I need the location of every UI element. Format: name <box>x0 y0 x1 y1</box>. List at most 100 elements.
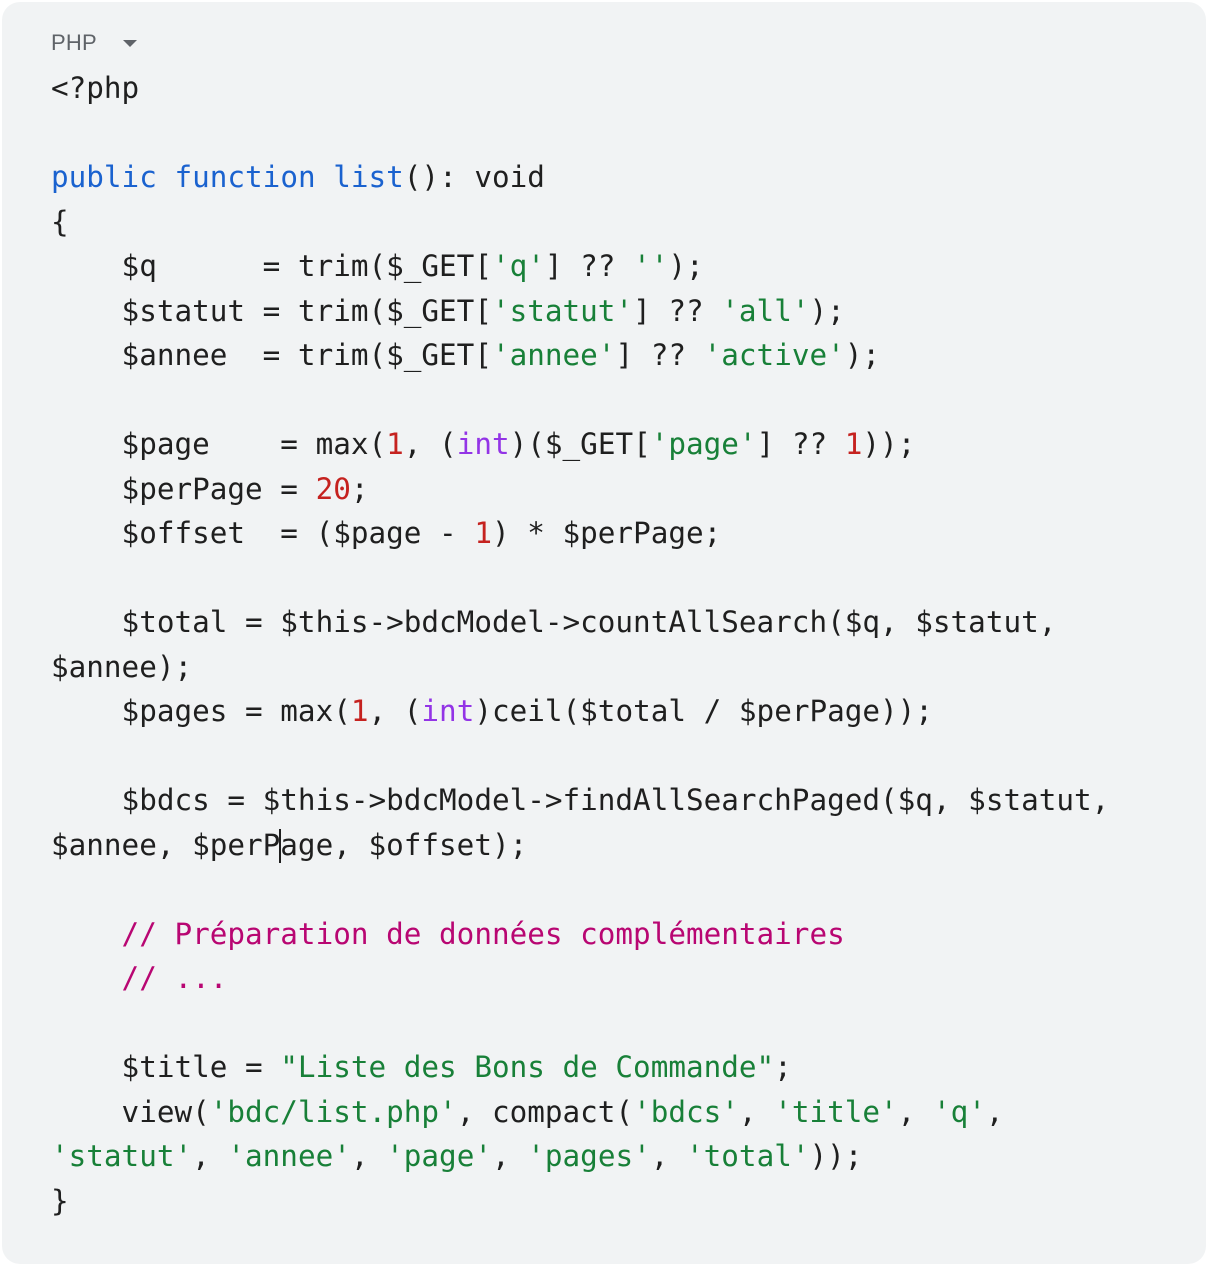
code-line: } <box>51 1179 1109 1224</box>
code-token: $annee); <box>51 649 193 684</box>
code-token: $pages = max( <box>51 694 351 728</box>
code-token: , <box>350 1139 387 1173</box>
code-token: 'q' <box>932 1094 986 1129</box>
language-label: PHP <box>51 30 97 55</box>
code-token: 'annee' <box>227 1139 351 1173</box>
code-token: 1 <box>844 427 863 461</box>
code-token: 'total' <box>686 1139 810 1173</box>
code-line: view('bdc/list.php', compact('bdcs', 'ti… <box>51 1090 1109 1135</box>
code-line: ​ <box>51 734 1109 779</box>
code-line: ​ <box>51 556 1109 601</box>
code-token: 1 <box>350 694 369 728</box>
code-token: ] ?? <box>633 293 722 328</box>
code-line: $perPage = 20; <box>51 467 1109 512</box>
code-line: { <box>51 200 1109 245</box>
code-token: ] ?? <box>756 427 845 461</box>
code-token: 1 <box>474 516 492 550</box>
code-token: , <box>650 1139 687 1173</box>
code-token <box>157 160 175 194</box>
code-token: $bdcs = $this->bdcModel->findAllSearchPa… <box>51 783 1110 817</box>
code-token: ; <box>350 471 369 506</box>
code-line: $statut = trim($_GET['statut'] ?? 'all')… <box>51 289 1109 334</box>
code-token: view( <box>51 1094 210 1129</box>
code-token: ); <box>668 249 704 283</box>
code-token <box>316 160 334 194</box>
code-token: 'title' <box>774 1094 898 1129</box>
code-token: 'page' <box>650 427 757 461</box>
code-token: 'statut' <box>491 293 634 328</box>
code-token: 'q' <box>491 249 545 283</box>
code-token: } <box>51 1183 69 1218</box>
code-token: $annee = trim($_GET[ <box>51 338 492 372</box>
code-line: <?php <box>51 66 1109 111</box>
code-token: , <box>985 1094 1004 1129</box>
code-token: )($_GET[ <box>509 427 651 461</box>
code-line: $title = "Liste des Bons de Commande"; <box>51 1045 1109 1090</box>
code-token: 1 <box>386 427 404 461</box>
code-token: $title = <box>51 1050 281 1084</box>
code-token: 20 <box>315 471 351 506</box>
code-token: $offset = ($page - <box>51 516 475 550</box>
code-token: <?php <box>51 71 140 105</box>
code-token: ] ?? <box>615 338 704 372</box>
code-token: list <box>333 160 404 194</box>
code-token: ] ?? <box>544 249 634 283</box>
code-line: $page = max(1, (int)($_GET['page'] ?? 1)… <box>51 422 1109 467</box>
code-token: // ... <box>51 961 228 995</box>
code-token: "Liste des Bons de Commande" <box>280 1050 775 1084</box>
language-selector[interactable]: PHP <box>51 28 137 58</box>
code-token: ); <box>844 338 881 372</box>
code-token: 'bdcs' <box>633 1094 739 1129</box>
code-token: , ( <box>403 427 457 461</box>
code-token: 'page' <box>386 1139 492 1173</box>
code-token: 'active' <box>703 338 845 372</box>
code-line: 'statut', 'annee', 'page', 'pages', 'tot… <box>51 1134 1109 1179</box>
code-line: $offset = ($page - 1) * $perPage; <box>51 511 1109 556</box>
code-token: ) * $perPage; <box>491 516 722 550</box>
code-token: , <box>897 1094 933 1129</box>
code-line: // Préparation de données complémentaire… <box>51 912 1109 957</box>
code-line: $annee = trim($_GET['annee'] ?? 'active'… <box>51 333 1109 378</box>
code-token: , <box>491 1139 528 1173</box>
code-token: , compact( <box>456 1094 634 1129</box>
code-token: , ( <box>368 694 422 728</box>
code-line: public function list(): void <box>51 155 1109 200</box>
code-token: $total = $this->bdcModel->countAllSearch… <box>51 605 1057 639</box>
code-token: int <box>456 427 510 461</box>
code-token: $annee, $perP <box>51 827 281 862</box>
code-line: $pages = max(1, (int)ceil($total / $perP… <box>51 689 1109 734</box>
code-token: age, $offset); <box>280 827 528 862</box>
code-line: ​ <box>51 378 1109 423</box>
code-line: ​ <box>51 1001 1109 1046</box>
code-token: // Préparation de données complémentaire… <box>51 916 845 951</box>
code-token: int <box>421 694 475 728</box>
code-token: 'all' <box>721 293 810 328</box>
code-line: $bdcs = $this->bdcModel->findAllSearchPa… <box>51 778 1110 823</box>
text-cursor <box>279 828 282 863</box>
code-token: (): void <box>403 160 545 194</box>
code-line: $total = $this->bdcModel->countAllSearch… <box>51 600 1109 645</box>
code-token: public <box>51 160 157 194</box>
code-token: { <box>51 204 69 239</box>
code-token: )); <box>809 1139 863 1173</box>
code-token: ; <box>774 1050 792 1084</box>
code-token: $q = trim($_GET[ <box>51 249 492 283</box>
code-token: 'annee' <box>491 338 616 372</box>
code-token: $statut = trim($_GET[ <box>51 293 492 328</box>
code-token: 'statut' <box>51 1139 193 1173</box>
code-token: $page = max( <box>51 427 387 461</box>
code-content[interactable]: <?php​public function list(): void{ $q =… <box>51 66 1109 1223</box>
code-token: $perPage = <box>51 471 316 506</box>
code-line: $annee); <box>51 645 1109 690</box>
code-token: ); <box>809 293 845 328</box>
code-line: $q = trim($_GET['q'] ?? ''); <box>51 244 1109 289</box>
code-token: , <box>192 1139 228 1173</box>
code-token: 'pages' <box>527 1139 651 1173</box>
code-token: '' <box>633 249 669 283</box>
code-token: 'bdc/list.php' <box>209 1094 457 1129</box>
caret-down-icon[interactable] <box>122 39 137 47</box>
code-token: , <box>738 1094 775 1129</box>
code-token: )ceil($total / $perPage)); <box>474 694 933 728</box>
code-line: ​ <box>51 111 1109 156</box>
